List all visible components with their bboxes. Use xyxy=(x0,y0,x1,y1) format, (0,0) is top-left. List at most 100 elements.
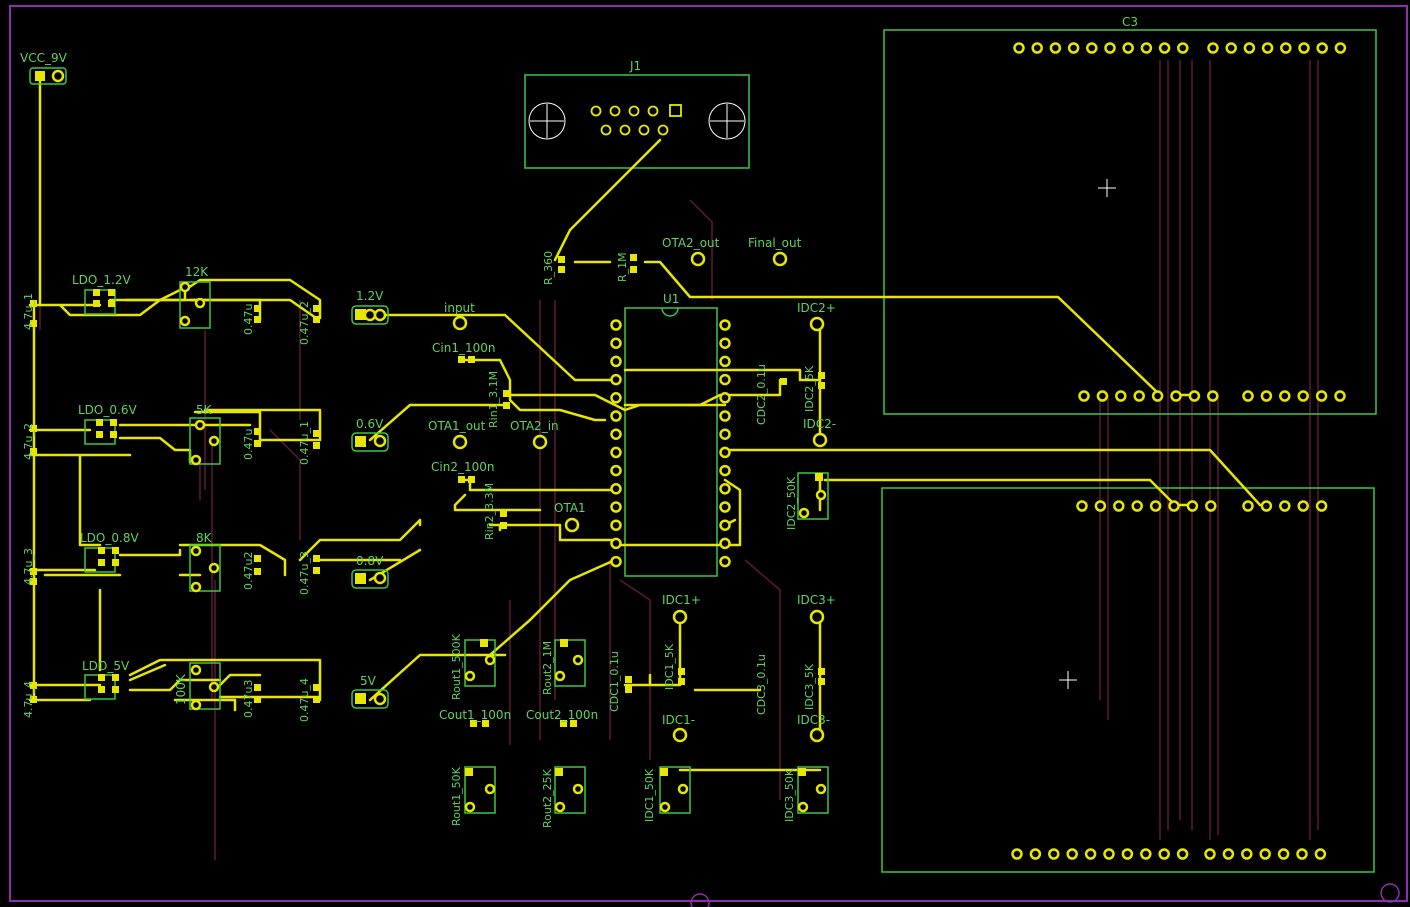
pin-pad xyxy=(1296,848,1308,860)
label-cin1: Cin1_100n xyxy=(432,341,495,355)
pin-pad xyxy=(1334,42,1347,54)
pin-pad xyxy=(719,428,731,440)
label-ldo-5v: LDO_5V xyxy=(82,659,130,673)
label-idc2-50k: IDC2_50K xyxy=(785,476,798,530)
label-rail-5v: 5V xyxy=(360,674,377,688)
smd-pad xyxy=(96,419,103,426)
label-rin1: Rin1_3.1M xyxy=(487,371,500,428)
smd-pad xyxy=(254,696,261,703)
label-rin2: Rin2_3.3M xyxy=(483,483,496,540)
pin-pad xyxy=(1066,848,1078,860)
pin-pad xyxy=(610,392,622,404)
pin-pad xyxy=(1121,848,1134,860)
smd-pad xyxy=(30,425,37,432)
smd-pad xyxy=(458,356,465,363)
pin-pad xyxy=(1297,500,1309,512)
pin-pad xyxy=(1031,42,1043,54)
smd-pad xyxy=(108,289,115,296)
smd-pad xyxy=(558,256,565,263)
pin-pad xyxy=(1315,390,1328,402)
pin-pad xyxy=(610,373,622,386)
smd-pad xyxy=(30,578,37,585)
through-hole-pads xyxy=(179,251,828,813)
smd-pad xyxy=(630,254,637,261)
pin-pad xyxy=(719,392,731,404)
pin-pad xyxy=(1315,500,1328,512)
pin-pad xyxy=(719,446,731,459)
smd-pad xyxy=(110,431,117,438)
smd-pad xyxy=(313,567,320,574)
testpoint-idc3-minus[interactable] xyxy=(809,727,825,743)
pin-pad xyxy=(1243,42,1256,54)
pin-pad xyxy=(1094,500,1107,512)
pin-pad xyxy=(610,319,622,331)
pin-pad xyxy=(1177,42,1189,54)
pin-pad xyxy=(1277,848,1290,860)
label-idc3-plus: IDC3+ xyxy=(797,593,836,607)
pin-pad xyxy=(1158,848,1170,860)
label-rout2-25k: Rout2_25K xyxy=(541,768,554,828)
label-c047u-2: 0.47u xyxy=(242,429,255,460)
pin-pad xyxy=(1131,500,1143,512)
pin-pad xyxy=(1115,390,1127,402)
smd-pad xyxy=(98,547,105,554)
label-ldo-06v: LDO_0.6V xyxy=(78,403,137,417)
testpoint-idc3-plus[interactable] xyxy=(809,609,825,625)
testpoint-final-out[interactable] xyxy=(772,251,788,267)
pin-pad xyxy=(1314,848,1327,860)
smd-pad xyxy=(30,696,37,703)
pin-pad xyxy=(1140,42,1153,54)
pin-pad xyxy=(719,464,731,477)
smd-pad xyxy=(30,682,37,689)
pin-pad xyxy=(1207,390,1219,402)
connector-j1-label: J1 xyxy=(629,59,641,73)
label-rout1-50k: Rout1_50K xyxy=(450,766,463,826)
label-r12k: 12K xyxy=(185,265,209,279)
smd-pad xyxy=(500,522,507,529)
pin-pad xyxy=(1086,42,1098,54)
smd-pad xyxy=(560,720,567,727)
label-c047u-4: 0.47u3 xyxy=(242,680,255,718)
pin-pad xyxy=(1176,848,1189,860)
testpoint-input[interactable] xyxy=(452,315,468,331)
testpoint-idc2-minus[interactable] xyxy=(812,432,828,448)
label-r8k: 8K xyxy=(196,531,213,545)
pin-pad xyxy=(1186,500,1199,512)
pin-pad xyxy=(1168,500,1180,512)
smd-pad xyxy=(93,289,100,296)
smd-pad xyxy=(98,674,105,681)
label-rout2-1m: Rout2_1M xyxy=(541,641,554,695)
pin-pad xyxy=(1049,42,1062,54)
ic-u1: U1 xyxy=(624,292,718,577)
testpoint-ota2-out[interactable] xyxy=(690,251,706,267)
pin-pad xyxy=(610,428,622,440)
pin-pad xyxy=(1188,390,1201,402)
pin-pad xyxy=(1334,390,1346,402)
smd-pad xyxy=(30,448,37,455)
label-r1m: R_1M xyxy=(616,252,629,282)
smd-pad xyxy=(570,720,577,727)
pin-pad xyxy=(1078,390,1090,402)
pin-pad xyxy=(610,537,622,550)
label-r5k: 5K xyxy=(196,403,213,417)
testpoint-idc1-minus[interactable] xyxy=(672,727,688,743)
label-c47-3: 4.7u_3 xyxy=(22,548,35,585)
pin-pad xyxy=(719,501,731,513)
smd-pad xyxy=(678,678,685,685)
pin-pad xyxy=(1225,42,1237,54)
testpoint-ota2-in[interactable] xyxy=(532,434,548,450)
label-ota1-out: OTA1_out xyxy=(428,419,486,433)
smd-pad xyxy=(93,300,100,307)
testpoint-ota1-out[interactable] xyxy=(452,434,468,450)
testpoint-idc1-plus[interactable] xyxy=(672,609,688,625)
label-idc2-plus: IDC2+ xyxy=(797,301,836,315)
smd-pad xyxy=(500,510,507,517)
pin-pad xyxy=(1316,42,1328,54)
label-cout2: Cout2_100n xyxy=(526,708,598,722)
testpoint-idc2-plus[interactable] xyxy=(809,316,825,332)
label-c47-2: 4.7u_2 xyxy=(22,423,35,460)
smd-pad xyxy=(254,568,261,575)
testpoint-ota1[interactable] xyxy=(564,517,580,533)
pin-pad xyxy=(610,410,622,422)
pin-pad xyxy=(610,555,622,568)
